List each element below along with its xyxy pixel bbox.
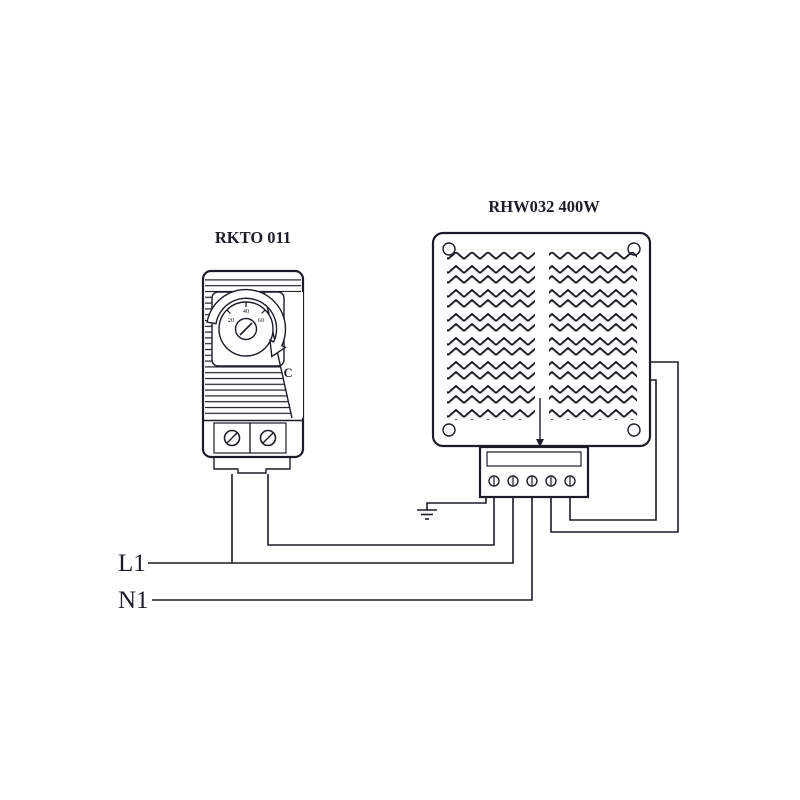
dial-knob-slot [239,322,253,336]
wire-l1 [148,497,514,564]
terminal-housing-right [249,422,287,454]
panel-diagonal-edge [263,291,293,419]
wire-loop-outer [550,361,679,533]
thermostat-title: RKTO 011 [215,228,291,247]
dial-number-20: 20 [228,317,235,324]
sensor-pointer [536,439,544,447]
terminal-block-screws [488,475,576,487]
dial-tick-20 [226,309,231,314]
wire-thermostat-to-heater [267,474,495,546]
terminal-block [478,445,590,499]
ground-lead [426,497,487,510]
dial-tick-60 [261,309,266,314]
thermostat-screw-right [259,429,277,447]
dial-number-40: 40 [243,308,250,315]
mounting-hole-br [627,423,641,437]
block-screw-2 [507,475,519,487]
block-screw-3 [526,475,538,487]
ground-icon [417,509,437,520]
celsius-letter: C [283,366,292,380]
heater-fins-right [549,252,637,420]
screw-slot-right [262,432,274,444]
dial-number-60: 60 [258,317,265,324]
block-screw-1 [488,475,500,487]
terminal-label-window [486,451,582,467]
heater-device [431,231,652,499]
l1-label: L1 [118,550,146,577]
wiring [148,361,679,601]
heater-fins-left [447,252,535,420]
n1-label: N1 [118,587,149,614]
wire-loop-inner [569,379,657,521]
heater-title: RHW032 400W [488,197,600,216]
mounting-hole-bl [442,423,456,437]
block-screw-5 [564,475,576,487]
din-clip [213,457,291,474]
thermostat-screw-left [223,429,241,447]
screw-slot-left [226,432,238,444]
block-screw-4 [545,475,557,487]
wire-n1 [152,497,533,601]
dial-arrow [206,288,287,358]
wire-ground [417,497,487,520]
thermostat-device: 20 40 60 C [201,269,305,474]
